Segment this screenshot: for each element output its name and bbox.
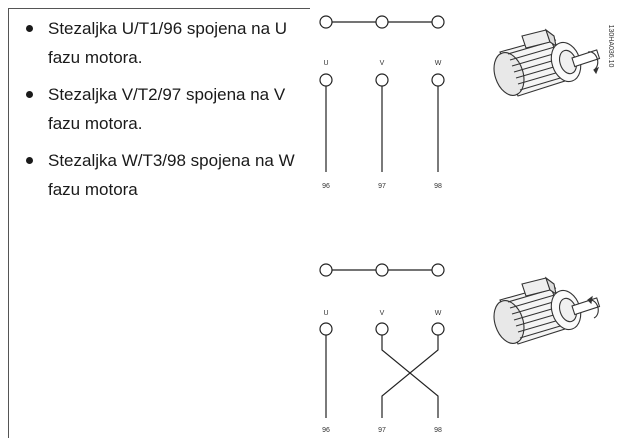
- bottom-wiring-diagram: [319, 263, 445, 418]
- bullet-item-w: Stezaljka W/T3/98 spojena na W fazu moto…: [14, 146, 314, 204]
- top-terminal-number-97: 97: [378, 183, 386, 190]
- bottom-terminal-number-98: 98: [434, 427, 442, 434]
- bottom-wire-w-crossed: [381, 335, 439, 418]
- frame-top-rule: [8, 8, 310, 9]
- bottom-terminal-u: [319, 322, 333, 336]
- bullet-text: Stezaljka V/T2/97 spojena na V fazu moto…: [48, 85, 286, 133]
- bottom-terminal-number-96: 96: [322, 427, 330, 434]
- bottom-terminal-number-97: 97: [378, 427, 386, 434]
- top-bus-terminal-left: [319, 15, 333, 29]
- bottom-label-v: V: [380, 310, 385, 317]
- top-terminal-u: [319, 73, 333, 87]
- top-terminal-number-98: 98: [434, 183, 442, 190]
- bottom-wire-v-crossed: [381, 335, 439, 418]
- bullet-dot: [26, 157, 33, 164]
- bottom-bus-terminal-left: [319, 263, 333, 277]
- bullet-dot: [26, 25, 33, 32]
- bottom-label-w: W: [435, 310, 442, 317]
- top-terminal-w: [431, 73, 445, 87]
- bottom-terminal-w: [431, 322, 445, 336]
- bottom-bus-terminal-right: [431, 263, 445, 277]
- bullet-item-u: Stezaljka U/T1/96 spojena na U fazu moto…: [14, 14, 314, 72]
- top-wiring-diagram: [319, 15, 445, 172]
- bullet-text: Stezaljka W/T3/98 spojena na W fazu moto…: [48, 151, 295, 199]
- top-label-u: U: [323, 60, 328, 67]
- top-label-w: W: [435, 60, 442, 67]
- top-terminal-number-96: 96: [322, 183, 330, 190]
- frame-left-rule: [8, 8, 9, 438]
- bullet-text: Stezaljka U/T1/96 spojena na U fazu moto…: [48, 19, 288, 67]
- bullet-list: Stezaljka U/T1/96 spojena na U fazu moto…: [14, 14, 314, 212]
- bullet-item-v: Stezaljka V/T2/97 spojena na V fazu moto…: [14, 80, 314, 138]
- top-bus-terminal-right: [431, 15, 445, 29]
- top-label-v: V: [380, 60, 385, 67]
- figure-reference-code: 130HA036.10: [607, 25, 614, 68]
- top-terminal-v: [375, 73, 389, 87]
- bullet-dot: [26, 91, 33, 98]
- motor-icon: [493, 28, 601, 97]
- bottom-bus-terminal-mid: [375, 263, 389, 277]
- top-bus-terminal-mid: [375, 15, 389, 29]
- motor-icon: [493, 276, 601, 345]
- bottom-terminal-v: [375, 322, 389, 336]
- bottom-label-u: U: [323, 310, 328, 317]
